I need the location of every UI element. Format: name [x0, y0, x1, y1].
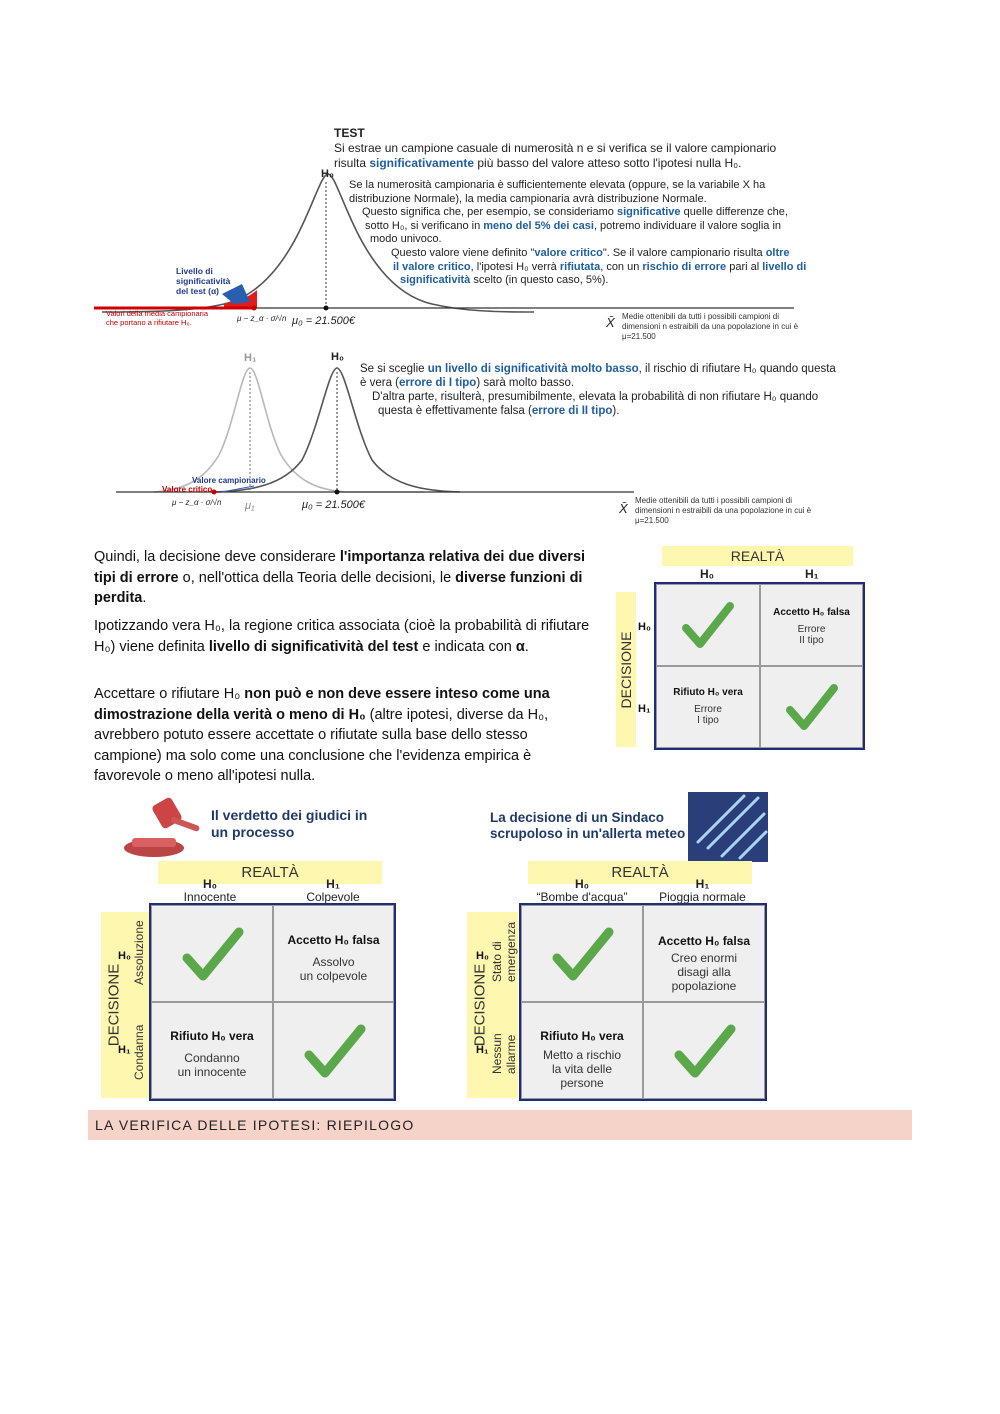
- axis-note: Medie ottenibili da tutti i possibili ca…: [635, 496, 811, 526]
- mu1-label: μ₁: [245, 500, 255, 512]
- critical-value-label: Valore critico: [162, 485, 212, 494]
- paragraph-loss-functions: Quindi, la decisione deve considerare l'…: [94, 547, 594, 609]
- col-h0: H₀: [700, 568, 714, 581]
- cell-correct-accept: [151, 905, 273, 1002]
- cell-correct-reject: [643, 1002, 765, 1099]
- critical-formula: μ − z_α · σ/√n: [237, 314, 287, 323]
- section-heading: LA VERIFICA DELLE IPOTESI: RIEPILOGO: [88, 1110, 912, 1140]
- test-title: TEST: [334, 126, 365, 140]
- cell-correct-reject: [760, 666, 863, 748]
- axis-note: Medie ottenibili da tutti i possibili ca…: [622, 312, 798, 342]
- row-h0-sub: Assoluzione: [132, 920, 146, 985]
- mu0-label: μ₀ = 21.500€: [302, 499, 365, 511]
- paragraph-significance-level: Ipotizzando vera H₀, la regione critica …: [94, 616, 594, 657]
- check-icon: [678, 596, 738, 656]
- check-icon: [177, 920, 247, 990]
- check-icon: [669, 1017, 739, 1087]
- gavel-icon: [116, 792, 206, 862]
- realta-header: REALTÀ: [662, 546, 853, 566]
- row-h0: H₀: [118, 950, 131, 962]
- cell-correct-reject: [273, 1002, 394, 1099]
- row-h0: H₀: [476, 950, 489, 962]
- significance-explanation: Se si sceglie un livello di significativ…: [360, 362, 860, 418]
- figure-one-tailed-test: TEST Si estrae un campione casuale di nu…: [94, 122, 854, 347]
- xbar-label: X̄: [619, 501, 628, 516]
- matrix-grid: Accetto H₀ falsa Errore II tipo Rifiuto …: [654, 582, 865, 750]
- storm-icon: [688, 792, 768, 862]
- check-icon: [299, 1017, 369, 1087]
- row-h0: H₀: [638, 621, 651, 633]
- cell-type2-error: Accetto H₀ falsa Errore II tipo: [760, 584, 863, 666]
- check-icon: [547, 920, 617, 990]
- test-explanation: Se la numerosità campionaria è sufficien…: [349, 179, 849, 288]
- figure-two-curves: H₁ H₀ Se si sceglie un livello di signif…: [94, 350, 864, 535]
- h0-curve-label: H₀: [321, 168, 334, 180]
- check-icon: [782, 678, 842, 738]
- cell-correct-accept: [521, 905, 643, 1002]
- cell-correct-accept: [656, 584, 760, 666]
- sample-value-label: Valore campionario: [192, 476, 266, 485]
- cell-type1-error: Rifiuto H₀ vera Condanno un innocente: [151, 1002, 273, 1099]
- critical-formula: μ − z_α · σ/√n: [172, 498, 222, 507]
- row-h1: H₁: [476, 1044, 489, 1056]
- cell-type1-error: Rifiuto H₀ vera Metto a rischio la vita …: [521, 1002, 643, 1099]
- mu0-label: μ₀ = 21.500€: [292, 315, 355, 327]
- decisione-label: DECISIONE: [616, 592, 636, 747]
- row-h1: H₁: [118, 1044, 131, 1056]
- matrix-grid: Accetto H₀ falsa Assolvo un colpevole Ri…: [149, 903, 396, 1101]
- col-h0: H₀“Bombe d'acqua”: [520, 878, 644, 904]
- row-h1: H₁: [638, 703, 651, 715]
- row-h1-sub: Condanna: [132, 1025, 146, 1080]
- cell-type2-error: Accetto H₀ falsa Assolvo un colpevole: [273, 905, 394, 1002]
- paragraph-not-a-proof: Accettare o rifiutare H₀ non può e non d…: [94, 684, 574, 787]
- h0-curve-label: H₀: [331, 351, 344, 363]
- h1-curve-label: H₁: [244, 352, 257, 364]
- matrix-grid: Accetto H₀ falsa Creo enormi disagi alla…: [519, 903, 767, 1101]
- cell-type2-error: Accetto H₀ falsa Creo enormi disagi alla…: [643, 905, 765, 1002]
- test-description: Si estrae un campione casuale di numeros…: [334, 141, 854, 171]
- cell-type1-error: Rifiuto H₀ vera Errore I tipo: [656, 666, 760, 748]
- xbar-label: X̄: [606, 315, 615, 330]
- col-h1: H₁: [805, 568, 819, 581]
